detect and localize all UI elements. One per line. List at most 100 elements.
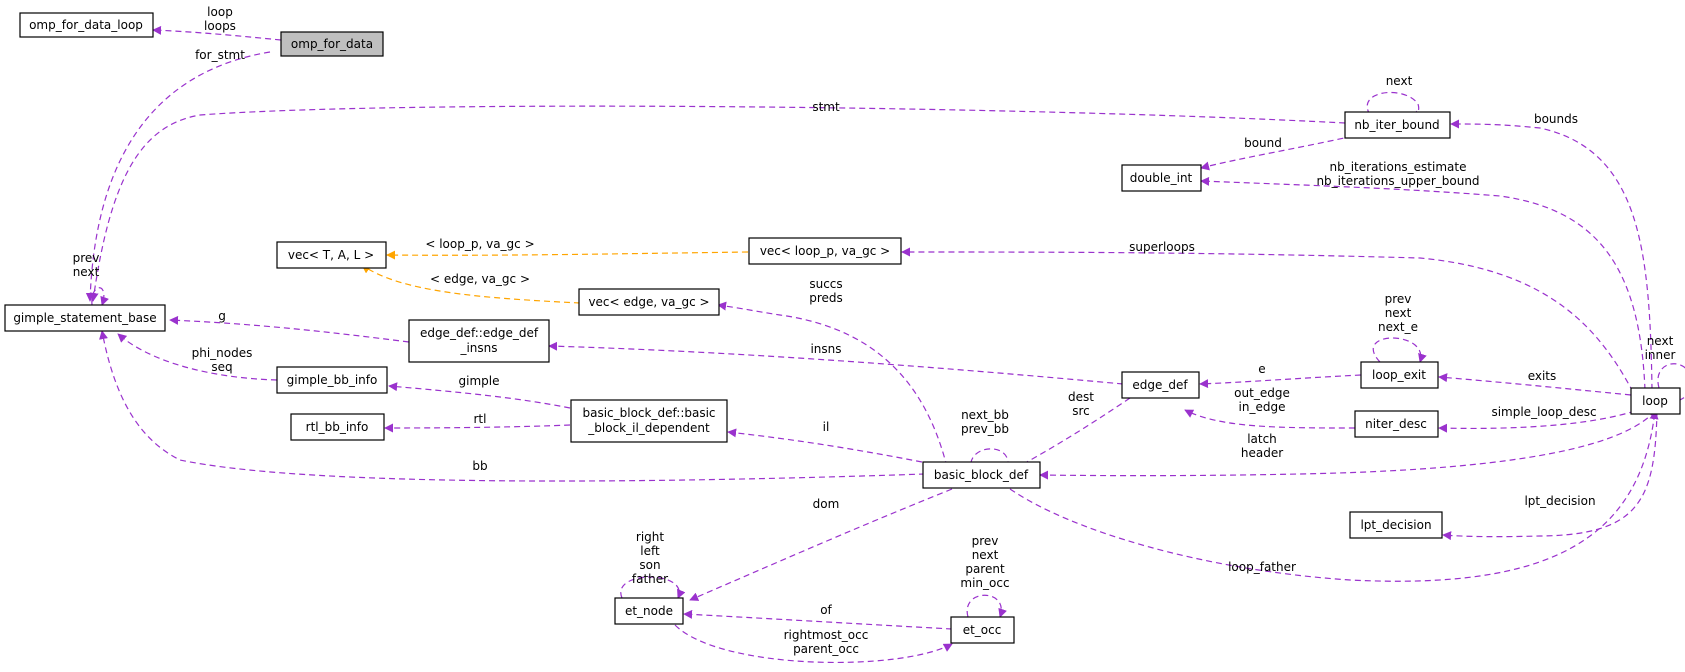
svg-text:loop: loop [1642,394,1668,408]
label-phi-nodes-seq: phi_nodes seq [192,346,253,374]
edge-bounds [1450,119,1653,391]
edge-rightmost-parent-occ [674,624,953,664]
edge-nb-estimates [1200,176,1646,391]
svg-text:edge_def::edge_def: edge_def::edge_def [420,326,539,340]
svg-text:vec< T, A, L >: vec< T, A, L > [288,248,374,262]
svg-text:preds: preds [809,291,843,305]
label-edge-va-gc: < edge, va_gc > [430,272,530,286]
node-gimple-bb-info[interactable]: gimple_bb_info [276,366,388,394]
label-lpt-decision: lpt_decision [1524,494,1595,508]
edge-loop-father [1009,410,1659,582]
node-niter-desc[interactable]: niter_desc [1354,410,1439,438]
svg-text:gimple_statement_base: gimple_statement_base [13,311,156,325]
svg-text:_insns: _insns [459,341,497,355]
node-omp-for-data-loop[interactable]: omp_for_data_loop [19,12,154,38]
svg-text:next: next [1385,306,1412,320]
node-lpt-decision[interactable]: lpt_decision [1349,511,1443,539]
label-insns: insns [810,342,841,356]
svg-text:left: left [640,544,660,558]
edge-latch-header [1039,410,1656,480]
label-exits: exits [1528,369,1557,383]
label-succs-preds: succs preds [809,277,843,305]
edge-succs-preds [717,301,948,468]
svg-text:vec< loop_p, va_gc >: vec< loop_p, va_gc > [760,244,890,258]
label-of: of [820,603,832,617]
svg-text:basic_block_def: basic_block_def [934,468,1029,482]
svg-text:omp_for_data_loop: omp_for_data_loop [29,18,143,32]
svg-text:parent_occ: parent_occ [793,642,859,656]
label-out-in-edge: out_edge in_edge [1234,386,1290,414]
svg-text:next_bb: next_bb [961,408,1009,422]
svg-text:next: next [73,265,100,279]
edge-loop-loops [152,25,282,41]
edge-simple-loop-desc [1438,410,1636,433]
node-vec-t-a-l[interactable]: vec< T, A, L > [276,241,387,269]
node-edge-def-insns[interactable]: edge_def::edge_def _insns [408,319,550,363]
node-rtl-bb-info[interactable]: rtl_bb_info [290,413,385,441]
node-et-occ[interactable]: et_occ [950,616,1015,644]
svg-text:vec< edge, va_gc >: vec< edge, va_gc > [588,295,709,309]
edge-insns [548,341,1124,385]
node-loop-exit[interactable]: loop_exit [1360,361,1439,389]
svg-text:dest: dest [1068,390,1094,404]
svg-text:loop: loop [207,5,233,19]
edge-dest-src [1004,397,1131,475]
label-next-inner: next inner [1645,334,1676,362]
label-simple-loop-desc: simple_loop_desc [1491,405,1596,419]
edge-et-occ-self [966,594,1007,618]
label-et-occ-self: prev next parent min_occ [960,534,1009,590]
svg-text:out_edge: out_edge [1234,386,1290,400]
svg-text:loops: loops [204,19,236,33]
edge-dom [689,488,953,601]
edge-g [169,315,410,343]
label-superloops: superloops [1129,240,1195,254]
edge-e [1199,374,1362,389]
svg-text:inner: inner [1645,348,1676,362]
edge-out-in-edge [1184,409,1356,429]
edge-bound [1200,135,1354,171]
svg-text:nb_iterations_estimate: nb_iterations_estimate [1330,160,1467,174]
node-double-int[interactable]: double_int [1121,164,1202,192]
svg-text:phi_nodes: phi_nodes [192,346,253,360]
node-nb-iter-bound[interactable]: nb_iter_bound [1344,111,1451,139]
edge-edge-va-gc [361,264,581,304]
node-basic-block-def[interactable]: basic_block_def [922,461,1041,489]
edge-loop-exit-self [1372,337,1427,363]
label-loop-p-va-gc: < loop_p, va_gc > [425,237,534,251]
label-g: g [218,309,226,323]
label-bb: bb [472,459,487,473]
svg-text:loop_exit: loop_exit [1372,368,1426,382]
label-rtl: rtl [474,412,487,426]
node-edge-def[interactable]: edge_def [1121,371,1200,399]
svg-text:double_int: double_int [1130,171,1193,185]
node-loop[interactable]: loop [1630,387,1681,415]
svg-text:in_edge: in_edge [1239,400,1286,414]
label-bound: bound [1244,136,1282,150]
edge-of [683,609,953,630]
svg-text:parent: parent [965,562,1005,576]
svg-text:header: header [1241,446,1283,460]
label-il: il [823,420,830,434]
label-loop-father: loop_father [1228,560,1296,574]
edge-rtl [384,423,571,433]
label-stmt: stmt [812,100,840,114]
label-prev-next: prev next [73,251,100,279]
node-omp-for-data[interactable]: omp_for_data [280,31,384,57]
svg-text:niter_desc: niter_desc [1365,417,1427,431]
node-bb-il-dependent[interactable]: basic_block_def::basic _block_il_depende… [570,399,728,443]
svg-text:omp_for_data: omp_for_data [291,37,373,51]
node-vec-edge-va-gc[interactable]: vec< edge, va_gc > [578,288,720,316]
label-gimple: gimple [459,374,500,388]
svg-text:prev: prev [73,251,100,265]
node-gimple-statement-base[interactable]: gimple_statement_base [4,304,166,332]
svg-text:_block_il_dependent: _block_il_dependent [587,421,710,435]
edge-for-stmt [85,51,271,302]
node-vec-loop-p-va-gc[interactable]: vec< loop_p, va_gc > [748,237,902,265]
edge-superloops [901,247,1634,393]
label-dom: dom [813,497,840,511]
svg-text:next: next [1647,334,1674,348]
label-latch-header: latch header [1241,432,1283,460]
node-et-node[interactable]: et_node [614,597,684,625]
svg-text:nb_iter_bound: nb_iter_bound [1354,118,1439,132]
